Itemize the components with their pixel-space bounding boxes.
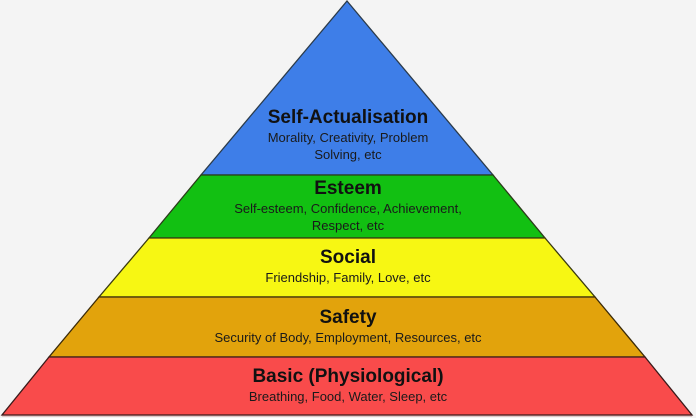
level-description: Respect, etc bbox=[311, 218, 385, 233]
social-label: Social Friendship, Family, Love, etc bbox=[0, 247, 696, 286]
self-actualisation-label: Self-Actualisation Morality, Creativity,… bbox=[0, 107, 696, 163]
level-description: Self-esteem, Confidence, Achievement, bbox=[234, 201, 462, 216]
level-description: Solving, etc bbox=[314, 147, 382, 162]
level-description: Security of Body, Employment, Resources,… bbox=[214, 330, 482, 345]
basic-label: Basic (Physiological) Breathing, Food, W… bbox=[0, 366, 696, 405]
level-description: Friendship, Family, Love, etc bbox=[265, 270, 431, 285]
safety-label: Safety Security of Body, Employment, Res… bbox=[0, 307, 696, 346]
level-title: Basic (Physiological) bbox=[252, 366, 444, 387]
level-title: Esteem bbox=[314, 178, 382, 199]
esteem-label: Esteem Self-esteem, Confidence, Achievem… bbox=[0, 178, 696, 234]
level-description: Breathing, Food, Water, Sleep, etc bbox=[248, 389, 448, 404]
level-basic bbox=[0, 356, 694, 416]
level-description: Morality, Creativity, Problem bbox=[267, 130, 429, 145]
level-title: Safety bbox=[319, 307, 377, 328]
level-title: Social bbox=[320, 247, 376, 268]
level-title: Self-Actualisation bbox=[267, 107, 429, 128]
